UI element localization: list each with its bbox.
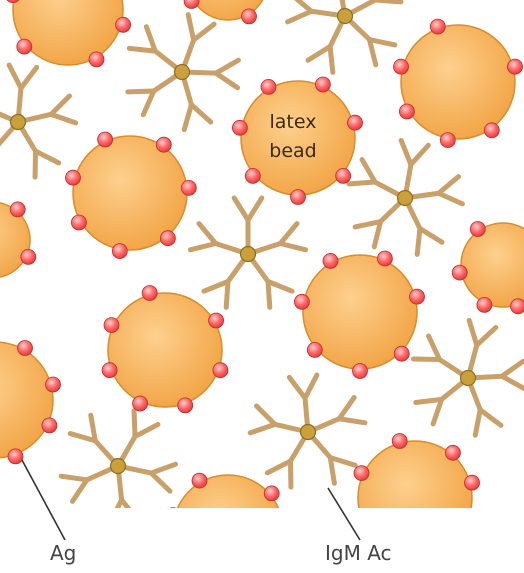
antigen-dot xyxy=(469,221,486,237)
igm-j-chain-core xyxy=(9,113,27,131)
antigen-dot xyxy=(306,341,323,358)
antigen-dot xyxy=(451,264,468,281)
antigen-group xyxy=(6,0,524,530)
antibody-label: IgM Ac xyxy=(325,541,392,565)
antigen-dot xyxy=(290,189,306,205)
antigen-dot xyxy=(141,285,158,301)
igm-antibody xyxy=(187,195,309,310)
bead-label-line1: latex xyxy=(270,111,317,133)
latex-bead xyxy=(460,222,524,308)
igm-antibody xyxy=(0,62,79,180)
igm-antibody xyxy=(410,317,524,438)
antigen-dot xyxy=(6,0,20,4)
antigen-dot xyxy=(169,507,177,508)
antigen-dot xyxy=(88,51,105,68)
igm-j-chain-core xyxy=(299,423,317,441)
antigen-dot xyxy=(101,362,118,379)
antigen-dot xyxy=(111,243,128,260)
antigen-dot xyxy=(476,296,493,313)
bead-label-line2: bead xyxy=(269,140,316,162)
antigen-dot xyxy=(65,169,81,186)
antigen-dot xyxy=(45,376,61,393)
antigen-dot xyxy=(103,317,120,334)
latex-bead xyxy=(400,24,516,140)
antigen-dot xyxy=(263,485,280,502)
antigen-leader-line xyxy=(21,459,66,541)
antigen-dot xyxy=(260,79,277,95)
antigen-dot xyxy=(16,38,33,55)
antigen-dot xyxy=(71,214,87,231)
igm-antibody-group xyxy=(0,0,524,508)
antigen-dot xyxy=(241,8,257,25)
antigen-dot xyxy=(391,433,408,449)
antigen-dot xyxy=(17,340,33,356)
latex-bead xyxy=(357,440,473,508)
latex-bead xyxy=(107,292,223,408)
antigen-dot xyxy=(293,293,310,310)
antigen-dot xyxy=(183,0,200,9)
antigen-dot xyxy=(510,298,524,315)
antigen-dot xyxy=(115,16,131,33)
antigen-dot xyxy=(244,167,261,184)
antigen-dot xyxy=(483,122,500,139)
antigen-dot xyxy=(9,201,26,218)
igm-antibody xyxy=(58,408,179,508)
antigen-dot xyxy=(314,76,331,93)
antigen-dot xyxy=(444,444,461,461)
antigen-dot xyxy=(41,417,58,434)
antigen-dot xyxy=(376,250,393,267)
antigen-label: Ag xyxy=(50,541,76,565)
antigen-dot xyxy=(352,363,368,379)
antigen-dot xyxy=(322,252,339,269)
antigen-dot xyxy=(429,18,446,35)
antigen-dot xyxy=(97,131,113,148)
antigen-dot xyxy=(353,465,370,482)
antigen-dot xyxy=(409,288,425,305)
antibody-leader-line xyxy=(327,487,361,541)
antigen-dot xyxy=(354,515,369,530)
igm-antibody xyxy=(247,372,368,490)
igm-j-chain-core xyxy=(336,7,354,25)
igm-antibody xyxy=(125,12,241,133)
antigen-dot xyxy=(347,114,363,131)
antigen-dot xyxy=(7,448,24,465)
antigen-dot xyxy=(132,395,149,412)
latex-bead xyxy=(12,0,124,66)
antigen-dot xyxy=(159,230,176,247)
antigen-dot xyxy=(231,119,248,136)
igm-j-chain-core xyxy=(239,245,257,263)
antigen-dot xyxy=(180,179,197,196)
latex-bead xyxy=(0,341,54,459)
igm-j-chain-core xyxy=(109,457,127,475)
igm-antibody xyxy=(346,137,465,257)
igm-antibody xyxy=(285,0,404,75)
antigen-dot xyxy=(177,397,194,414)
antigen-dot xyxy=(191,472,208,489)
antigen-dot xyxy=(439,132,456,149)
antigen-dot xyxy=(393,345,410,362)
antigen-dot xyxy=(208,312,225,329)
igm-j-chain-core xyxy=(396,189,414,207)
antigen-dot xyxy=(335,167,352,184)
igm-j-chain-core xyxy=(459,369,477,387)
antigen-dot xyxy=(393,58,409,75)
antigen-dot xyxy=(155,136,172,153)
antigen-dot xyxy=(20,248,37,265)
antigen-dot xyxy=(464,474,480,491)
igm-j-chain-core xyxy=(173,63,191,81)
antigen-dot xyxy=(212,362,229,379)
antigen-dot xyxy=(398,103,415,120)
antigen-dot xyxy=(507,58,523,75)
